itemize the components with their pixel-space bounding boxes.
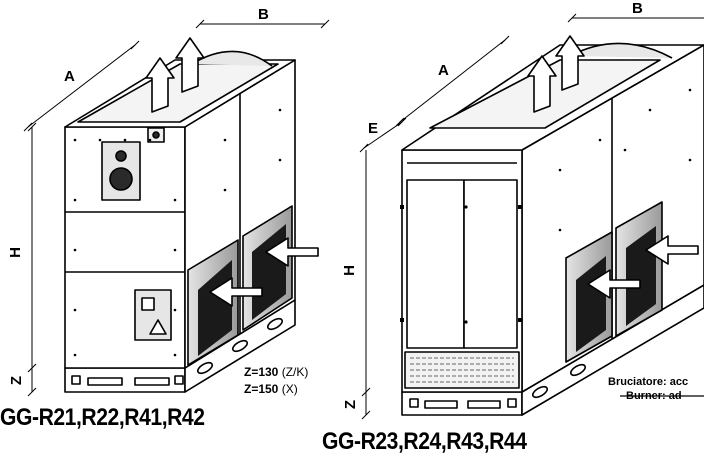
right-unit bbox=[401, 35, 704, 416]
right-dimensions bbox=[359, 13, 704, 420]
left-dim-a: A bbox=[64, 68, 75, 85]
left-model-label: GG-R21,R22,R41,R42 bbox=[0, 404, 205, 431]
right-unit-intake-arrow-2 bbox=[645, 235, 699, 265]
left-unit bbox=[64, 37, 319, 393]
z-value-row: Z=130 (Z/K) bbox=[244, 365, 309, 379]
left-unit-base-front bbox=[64, 367, 186, 393]
left-unit-intake-arrow-1 bbox=[209, 277, 263, 307]
z-value-row: Z=150 (X) bbox=[244, 382, 298, 396]
right-model-label: GG-R23,R24,R43,R44 bbox=[322, 428, 527, 455]
right-unit-door-left bbox=[406, 179, 465, 349]
right-dim-a: A bbox=[438, 62, 449, 79]
left-dim-b: B bbox=[258, 6, 269, 23]
right-unit-base-front bbox=[401, 391, 523, 416]
right-dim-e: E bbox=[368, 120, 379, 137]
left-unit-intake-arrow-2 bbox=[265, 237, 319, 267]
right-dim-h: H bbox=[340, 265, 358, 276]
burner-note-it: Bruciatore: acc bbox=[608, 376, 689, 388]
left-dim-z: Z bbox=[8, 375, 26, 386]
z-values: Z=130 (Z/K) Z=150 (X) bbox=[244, 364, 308, 398]
left-dim-h: H bbox=[6, 247, 24, 258]
right-dim-z: Z bbox=[342, 399, 360, 410]
left-unit-exhaust-arrow-2 bbox=[175, 37, 205, 93]
right-unit-exhaust-arrow-1 bbox=[527, 55, 557, 113]
right-unit-intake-arrow-1 bbox=[587, 269, 641, 299]
left-unit-screws bbox=[73, 108, 282, 357]
right-unit-screws bbox=[400, 88, 692, 324]
left-unit-exhaust-arrow-1 bbox=[145, 57, 175, 113]
left-dimensions bbox=[23, 19, 330, 397]
right-unit-door-right bbox=[463, 179, 518, 349]
right-dim-b: B bbox=[632, 0, 643, 17]
right-unit-exhaust-arrow-2 bbox=[555, 35, 585, 91]
burner-note-en: Burner: ad bbox=[626, 390, 682, 402]
